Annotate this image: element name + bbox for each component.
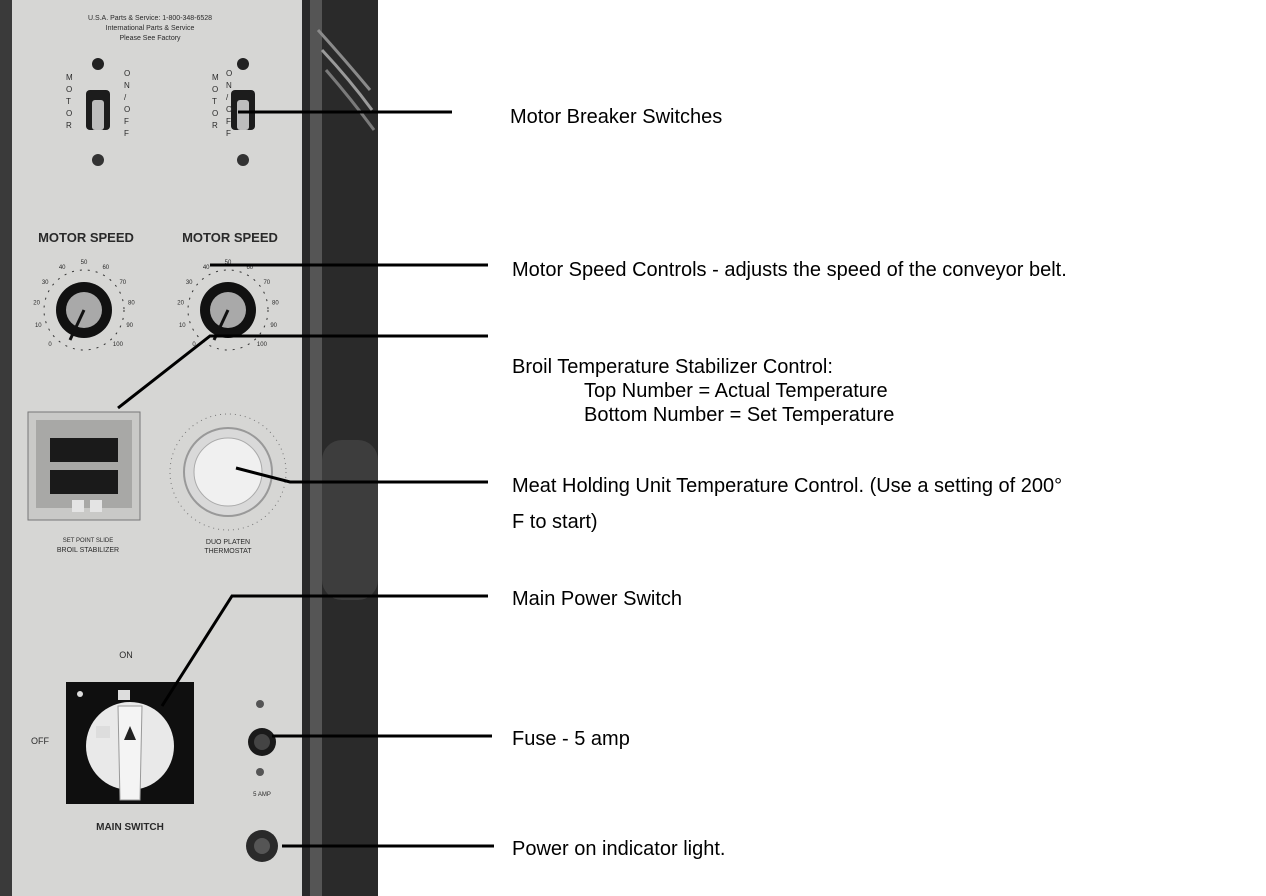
motor-speed-label-left: MOTOR SPEED <box>38 230 134 245</box>
speed-dial-tick-label: 60 <box>102 265 109 271</box>
callout-meat-holding: Meat Holding Unit Temperature Control. (… <box>512 468 1062 540</box>
callout-broil-bottom: Bottom Number = Set Temperature <box>584 404 895 426</box>
thermostat-caption-line-1: DUO PLATEN <box>206 539 250 546</box>
leader-line-meat-holding <box>235 466 488 484</box>
onoff-vertical-label-right: O N / O F F <box>226 69 232 138</box>
svg-text:R: R <box>212 121 218 130</box>
svg-text:O: O <box>226 69 232 78</box>
speed-dial-tick-label: 100 <box>257 342 268 348</box>
speed-dial-tick-label: 20 <box>33 301 40 307</box>
fuse-amp-label: 5 AMP <box>253 792 271 798</box>
svg-text:O: O <box>66 85 72 94</box>
svg-text:F: F <box>124 129 129 138</box>
callout-broil-title: Broil Temperature Stabilizer Control: <box>512 356 833 378</box>
speed-dial-tick-label: 80 <box>272 301 279 307</box>
thermostat-caption-line-2: THERMOSTAT <box>204 548 252 555</box>
main-switch-off-label: OFF <box>31 736 49 746</box>
motor-breaker-switch-left[interactable] <box>86 58 110 166</box>
fuse-holder[interactable] <box>248 700 276 776</box>
speed-dial-tick-label: 10 <box>35 323 42 329</box>
leader-line-broil <box>117 334 488 410</box>
speed-dial-tick-label: 30 <box>186 280 193 286</box>
callout-main-power: Main Power Switch <box>512 588 683 610</box>
power-indicator-light <box>246 830 278 862</box>
speed-dial-tick-label: 50 <box>81 260 88 266</box>
panel-header-line: Please See Factory <box>119 35 181 42</box>
set-temperature-display <box>50 470 118 494</box>
motor-vertical-label-left: M O T O R <box>66 73 73 130</box>
speed-dial-tick-label: 10 <box>179 323 186 329</box>
panel-header-line: U.S.A. Parts & Service: 1-800-348-6528 <box>88 15 212 22</box>
svg-text:R: R <box>66 121 72 130</box>
down-arrow-button[interactable] <box>72 500 84 512</box>
speed-dial-tick-label: 50 <box>225 260 232 266</box>
wire-bundle <box>324 69 376 131</box>
broil-caption: BROIL STABILIZER <box>57 547 119 554</box>
machine-rail <box>310 0 322 896</box>
motor-breaker-switch-right[interactable] <box>231 58 255 166</box>
speed-dial-tick-label: 20 <box>177 301 184 307</box>
wire-bundle <box>320 48 374 111</box>
callout-meat-line-1: Meat Holding Unit Temperature Control. (… <box>512 475 1063 497</box>
speed-dial-tick-label: 90 <box>270 323 277 329</box>
svg-text:O: O <box>124 105 130 114</box>
speed-dial-tick-label: 0 <box>192 342 196 348</box>
motor-speed-knob-right[interactable] <box>187 269 269 351</box>
callout-broil-top: Top Number = Actual Temperature <box>584 380 888 402</box>
speed-dial-tick-label: 60 <box>246 265 253 271</box>
svg-text:F: F <box>226 129 231 138</box>
main-switch-label: MAIN SWITCH <box>96 822 164 833</box>
leader-line-main-power <box>160 594 488 707</box>
callout-fuse: Fuse - 5 amp <box>512 728 630 750</box>
svg-text:/: / <box>226 93 229 102</box>
leader-lines <box>117 110 494 848</box>
svg-text:O: O <box>124 69 130 78</box>
onoff-vertical-label-left: O N / O F F <box>124 69 130 138</box>
motor-speed-knob-left[interactable] <box>43 269 125 351</box>
svg-text:O: O <box>226 105 232 114</box>
svg-text:N: N <box>124 81 130 90</box>
speed-dial-tick-label: 30 <box>42 280 49 286</box>
speed-dial-scale-left: 0 10 20 30 40 50 60 70 80 90 100 <box>33 260 135 348</box>
motor-vertical-label-right: M O T O R <box>212 73 219 130</box>
svg-text:T: T <box>212 97 217 106</box>
wire-bundle <box>316 28 372 91</box>
svg-text:M: M <box>212 73 219 82</box>
panel-header-line: International Parts & Service <box>106 25 195 32</box>
svg-text:/: / <box>124 93 127 102</box>
left-edge-shadow <box>0 0 12 896</box>
main-switch-on-label: ON <box>119 650 133 660</box>
svg-text:T: T <box>66 97 71 106</box>
speed-dial-scale-right: 0 10 20 30 40 50 60 70 80 90 100 <box>177 260 279 348</box>
svg-text:F: F <box>226 117 231 126</box>
speed-dial-tick-label: 0 <box>48 342 52 348</box>
svg-text:F: F <box>124 117 129 126</box>
svg-text:M: M <box>66 73 73 82</box>
speed-dial-tick-label: 100 <box>113 342 124 348</box>
up-arrow-button[interactable] <box>90 500 102 512</box>
speed-dial-tick-label: 40 <box>203 265 210 271</box>
meat-holding-thermostat-knob[interactable] <box>169 413 287 531</box>
callout-broil-stabilizer: Broil Temperature Stabilizer Control: To… <box>512 355 894 427</box>
speed-dial-tick-label: 80 <box>128 301 135 307</box>
svg-text:N: N <box>226 81 232 90</box>
svg-text:O: O <box>212 109 218 118</box>
speed-dial-tick-label: 40 <box>59 265 66 271</box>
motor-speed-label-right: MOTOR SPEED <box>182 230 278 245</box>
callout-motor-breaker: Motor Breaker Switches <box>510 106 723 128</box>
callout-meat-line-2: F to start) <box>512 511 598 533</box>
speed-dial-tick-label: 70 <box>263 280 270 286</box>
speed-dial-tick-label: 70 <box>119 280 126 286</box>
main-power-switch[interactable] <box>66 682 194 804</box>
callout-power-light: Power on indicator light. <box>512 838 726 860</box>
svg-text:O: O <box>66 109 72 118</box>
machine-pipe <box>322 440 378 600</box>
callout-motor-speed: Motor Speed Controls - adjusts the speed… <box>512 259 1067 281</box>
speed-dial-tick-label: 90 <box>126 323 133 329</box>
broil-stabilizer-controller[interactable] <box>27 411 141 521</box>
broil-caption-small: SET POINT SLIDE <box>63 538 113 544</box>
actual-temperature-display <box>50 438 118 462</box>
svg-text:O: O <box>212 85 218 94</box>
